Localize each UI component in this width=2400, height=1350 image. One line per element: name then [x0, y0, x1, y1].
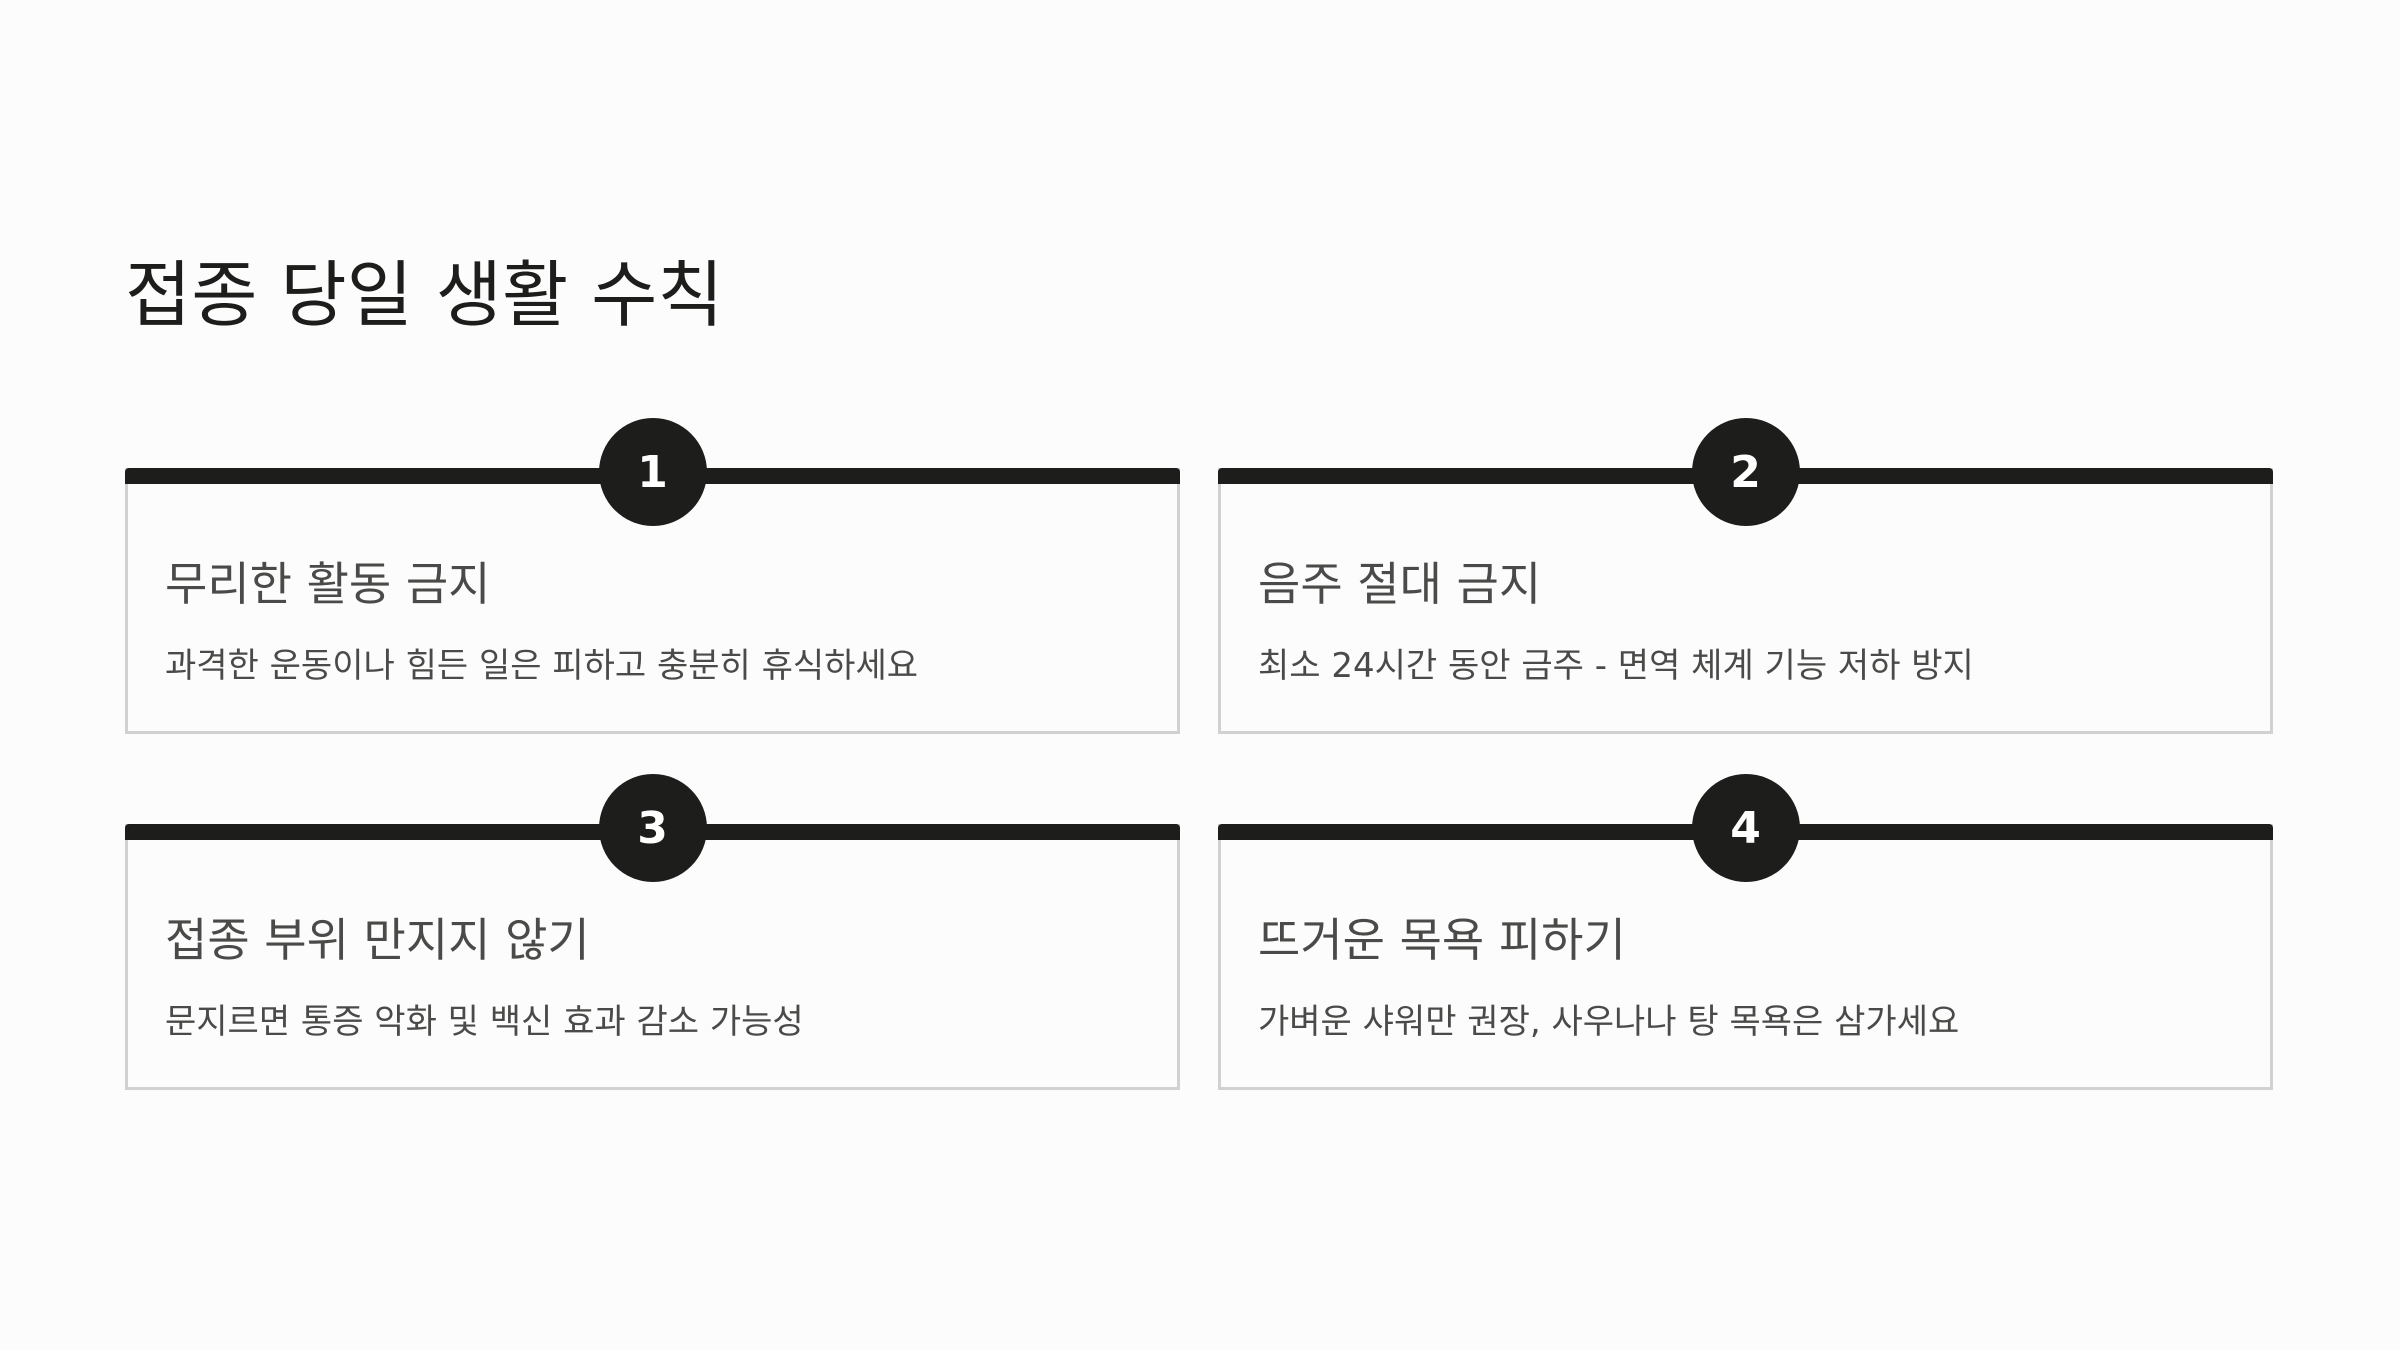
card-heading: 음주 절대 금지	[1258, 557, 1542, 611]
page-title: 접종 당일 생활 수칙	[125, 253, 724, 337]
card-heading: 무리한 활동 금지	[165, 557, 491, 611]
card-heading: 접종 부위 만지지 않기	[165, 913, 590, 967]
rule-card-1: 1 무리한 활동 금지 과격한 운동이나 힘든 일은 피하고 충분히 휴식하세요	[125, 418, 1180, 734]
step-number-badge: 1	[598, 418, 707, 526]
card-description: 과격한 운동이나 힘든 일은 피하고 충분히 휴식하세요	[165, 646, 919, 686]
step-number-badge: 4	[1691, 774, 1800, 882]
rule-card-2: 2 음주 절대 금지 최소 24시간 동안 금주 - 면역 체계 기능 저하 방…	[1218, 418, 2273, 734]
rule-card-3: 3 접종 부위 만지지 않기 문지르면 통증 악화 및 백신 효과 감소 가능성	[125, 774, 1180, 1090]
card-heading: 뜨거운 목욕 피하기	[1258, 913, 1626, 967]
card-description: 최소 24시간 동안 금주 - 면역 체계 기능 저하 방지	[1258, 646, 1974, 686]
step-number-badge: 3	[598, 774, 707, 882]
step-number-badge: 2	[1691, 418, 1800, 526]
rule-card-4: 4 뜨거운 목욕 피하기 가벼운 샤워만 권장, 사우나나 탕 목욕은 삼가세요	[1218, 774, 2273, 1090]
card-description: 가벼운 샤워만 권장, 사우나나 탕 목욕은 삼가세요	[1258, 1002, 1960, 1042]
card-description: 문지르면 통증 악화 및 백신 효과 감소 가능성	[165, 1002, 804, 1042]
